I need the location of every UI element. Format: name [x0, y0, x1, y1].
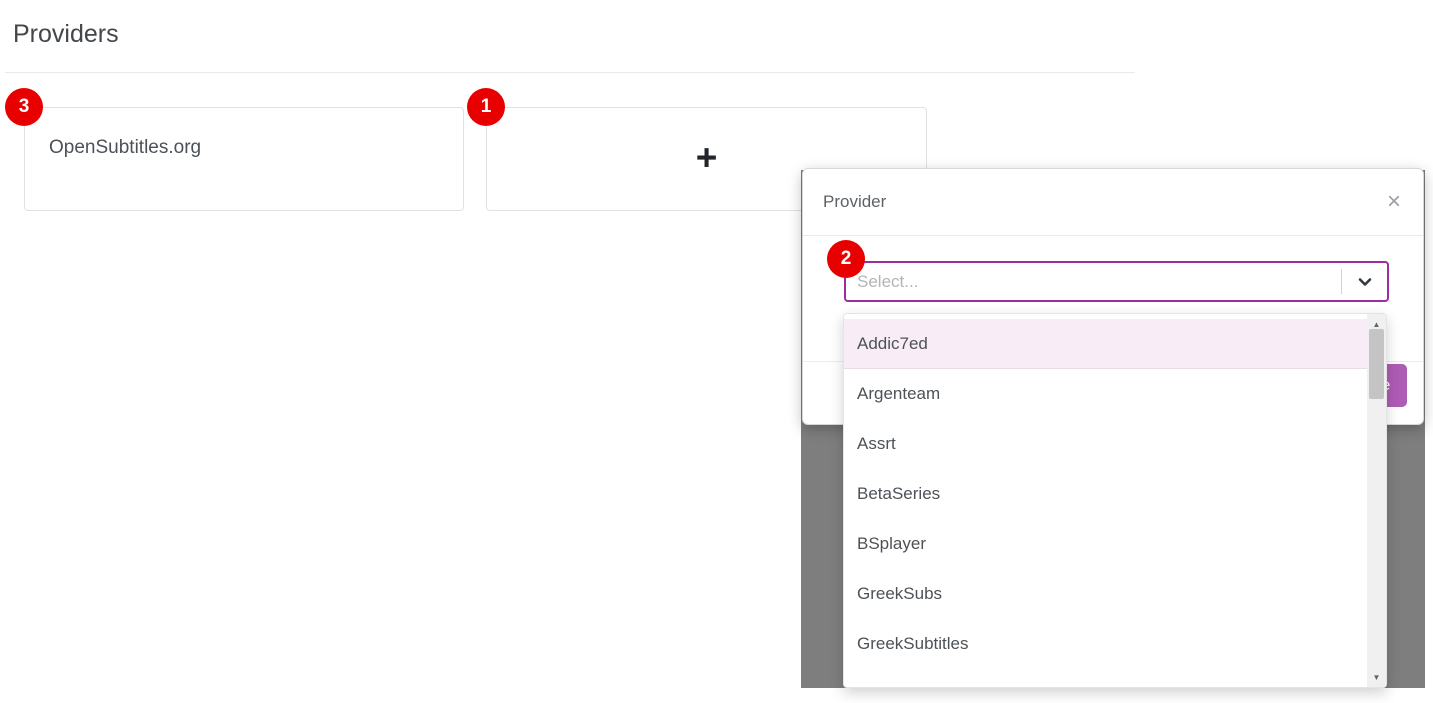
dropdown-option[interactable]: BSplayer: [857, 534, 926, 553]
dropdown-option[interactable]: GreekSubtitles: [857, 634, 969, 653]
dropdown-option[interactable]: Assrt: [857, 434, 896, 453]
modal-title: Provider: [823, 192, 887, 211]
dropdown-option[interactable]: Addic7ed: [844, 319, 1367, 369]
dropdown-scrollbar[interactable]: ▲ ▼: [1367, 314, 1386, 687]
close-icon[interactable]: ×: [1386, 188, 1401, 215]
plus-icon: +: [695, 136, 718, 178]
provider-card-label: OpenSubtitles.org: [49, 137, 202, 158]
scrollbar-thumb[interactable]: [1369, 329, 1384, 399]
add-provider-card[interactable]: +: [486, 107, 927, 211]
annotation-badge: 3: [5, 88, 43, 126]
modal-header: Provider ×: [803, 169, 1423, 236]
page-title: Providers: [13, 20, 119, 48]
scroll-down-icon[interactable]: ▼: [1372, 672, 1381, 682]
annotation-badge: 2: [827, 240, 865, 278]
annotation-badge: 1: [467, 88, 505, 126]
dropdown-option[interactable]: GreekSubs: [857, 584, 943, 603]
dropdown-option[interactable]: Argenteam: [857, 384, 941, 403]
section-divider: [5, 72, 1135, 73]
dropdown-option[interactable]: Hosszupuska: [844, 669, 1367, 687]
scroll-up-icon[interactable]: ▲: [1372, 319, 1381, 329]
provider-card-opensubtitles[interactable]: OpenSubtitles.org: [24, 107, 464, 211]
dropdown-option[interactable]: BetaSeries: [857, 484, 941, 503]
chevron-down-icon[interactable]: [1355, 272, 1375, 292]
select-indicator-separator: [1341, 269, 1342, 294]
provider-select-input[interactable]: Select...: [844, 261, 1389, 302]
select-placeholder: Select...: [857, 271, 919, 291]
